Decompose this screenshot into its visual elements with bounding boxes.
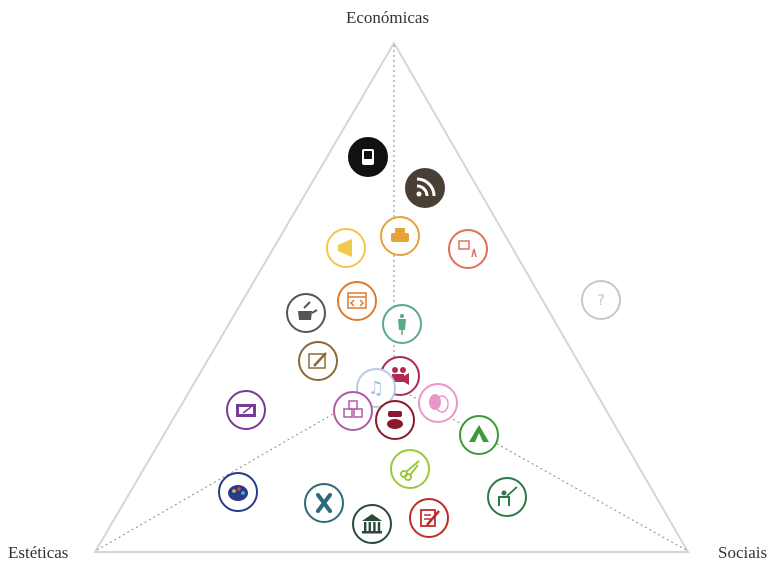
svg-text:?: ? (597, 291, 605, 309)
education-icon (487, 477, 527, 517)
svg-text:♫: ♫ (368, 378, 384, 399)
ebook-reader-icon (348, 137, 388, 177)
rss-icon (405, 168, 445, 208)
triangle-outline (93, 41, 690, 553)
megaphone-icon (326, 228, 366, 268)
fashion-mannequin-icon (382, 304, 422, 344)
games-drum-icon (375, 400, 415, 440)
median-right (393, 385, 687, 551)
palette-icon (218, 472, 258, 512)
museum-icon (352, 504, 392, 544)
crafts-cubes-icon (333, 391, 373, 431)
scissors-icon (390, 449, 430, 489)
ballet-icon (304, 483, 344, 523)
printing-icon (380, 216, 420, 256)
circus-tent-icon (459, 415, 499, 455)
painting-frame-icon (226, 390, 266, 430)
vertex-label-economicas: Económicas (346, 8, 430, 27)
tv-broadcast-icon (448, 229, 488, 269)
icons-layer: ?♫ (218, 137, 621, 544)
theatre-masks-icon (418, 383, 458, 423)
web-code-icon (337, 281, 377, 321)
vertex-label-sociais: Sociais (718, 543, 768, 562)
unknown-icon: ? (581, 280, 621, 320)
design-pencil-icon (298, 341, 338, 381)
writing-icon (409, 498, 449, 538)
vertex-label-esteticas: Estéticas (8, 543, 69, 562)
median-left (96, 387, 379, 551)
cooking-pot-icon (286, 293, 326, 333)
